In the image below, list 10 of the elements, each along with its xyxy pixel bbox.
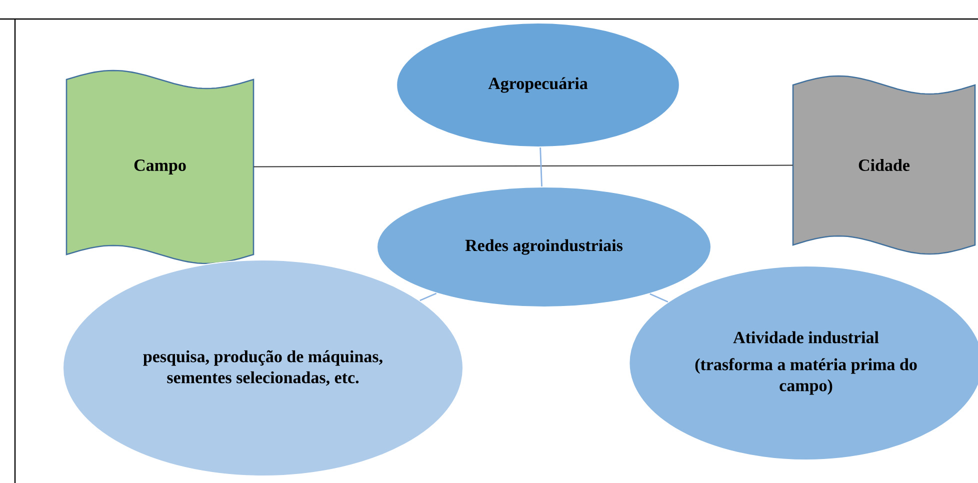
ellipse-node: Atividade industrial (trasforma a matéria prima do campo) [628, 266, 978, 460]
wave-banner: Cidade [792, 75, 976, 255]
connector-line [253, 164, 794, 168]
connector-line [420, 292, 437, 302]
connector-line [540, 147, 542, 187]
connector-line [650, 293, 668, 303]
ellipse-node: pesquisa, produção de máquinas, sementes selecionadas, etc. [62, 260, 464, 476]
ellipse-node: Redes agroindustriais [376, 186, 712, 308]
ellipse-node: Agropecuária [396, 22, 680, 148]
wave-banner: Campo [66, 70, 254, 264]
